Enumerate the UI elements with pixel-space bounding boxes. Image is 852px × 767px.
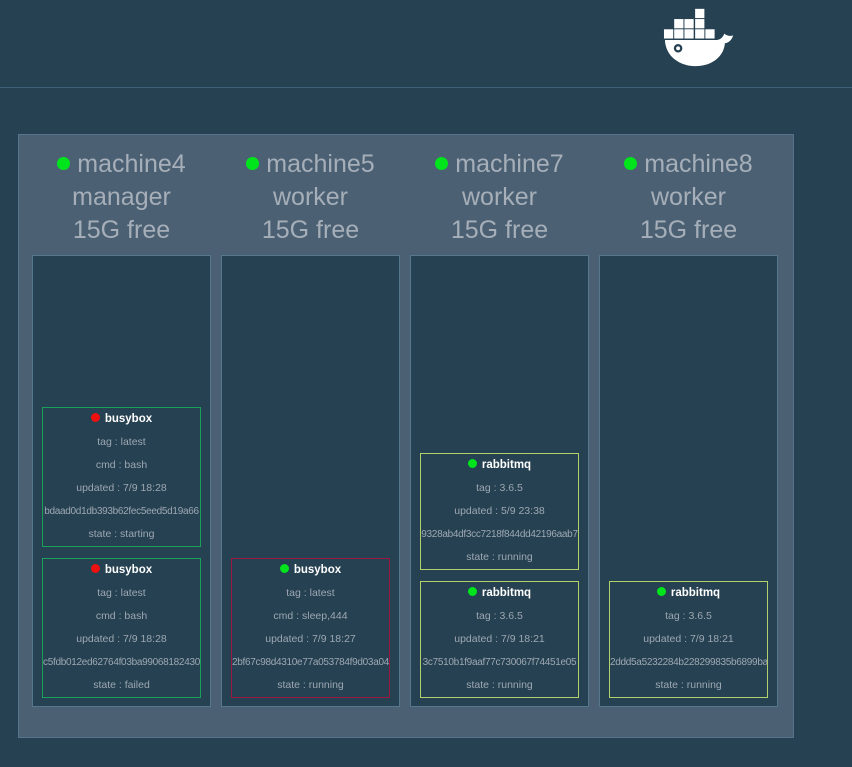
container-status-icon bbox=[90, 564, 100, 574]
container-status-icon bbox=[656, 587, 666, 597]
node-container-area: rabbitmq tag : 3.6.5 updated : 7/9 18:21… bbox=[599, 255, 778, 707]
container-title: busybox bbox=[43, 559, 200, 582]
node-free-space: 15G free bbox=[450, 216, 549, 244]
container-card: busybox tag : latest cmd : bash updated … bbox=[42, 558, 201, 698]
node-header: machine8 worker 15G free bbox=[599, 135, 778, 255]
node-status-icon bbox=[624, 156, 638, 170]
container-title: rabbitmq bbox=[421, 454, 578, 477]
node-column-machine7: machine7 worker 15G free rabbitmq tag : … bbox=[410, 135, 589, 707]
container-status-icon bbox=[467, 587, 477, 597]
node-container-area: busybox tag : latest cmd : bash updated … bbox=[32, 255, 211, 707]
node-name: machine5 bbox=[266, 150, 375, 178]
container-updated-line: updated : 7/9 18:21 bbox=[454, 633, 545, 645]
container-id: c5fdb012ed62764f03ba99068182430 bbox=[43, 657, 200, 668]
container-name: busybox bbox=[104, 413, 153, 425]
node-container-area: busybox tag : latest cmd : sleep,444 upd… bbox=[221, 255, 400, 707]
node-title: machine7 bbox=[410, 148, 589, 181]
docker-whale-icon bbox=[663, 8, 734, 67]
node-header: machine7 worker 15G free bbox=[410, 135, 589, 255]
container-id: 3c7510b1f9aaf77c730067f74451e05 bbox=[422, 657, 577, 668]
node-header: machine5 worker 15G free bbox=[221, 135, 400, 255]
container-tag-line: tag : latest bbox=[97, 587, 146, 599]
node-status-icon bbox=[57, 156, 71, 170]
container-title: rabbitmq bbox=[610, 582, 767, 605]
node-role: manager bbox=[72, 183, 171, 211]
node-role: worker bbox=[461, 183, 537, 211]
top-bar bbox=[0, 0, 852, 88]
node-column-machine5: machine5 worker 15G free busybox tag : l… bbox=[221, 135, 400, 707]
container-id: bdaad0d1db393b62fec5eed5d19a66 bbox=[44, 506, 199, 517]
node-container-area: rabbitmq tag : 3.6.5 updated : 5/9 23:38… bbox=[410, 255, 589, 707]
container-cmd-line: cmd : bash bbox=[95, 610, 148, 622]
container-state-line: state : starting bbox=[88, 528, 155, 540]
node-name: machine4 bbox=[77, 150, 186, 178]
container-state-line: state : running bbox=[655, 679, 722, 691]
container-title: busybox bbox=[232, 559, 389, 582]
node-free-space: 15G free bbox=[639, 216, 738, 244]
container-name: busybox bbox=[293, 564, 342, 576]
container-updated-line: updated : 7/9 18:27 bbox=[265, 633, 356, 645]
container-card: rabbitmq tag : 3.6.5 updated : 7/9 18:21… bbox=[609, 581, 768, 698]
container-state-line: state : failed bbox=[93, 679, 150, 691]
container-updated-line: updated : 7/9 18:28 bbox=[76, 482, 167, 494]
container-tag-line: tag : latest bbox=[286, 587, 335, 599]
container-tag-line: tag : 3.6.5 bbox=[476, 482, 523, 494]
container-status-icon bbox=[467, 459, 477, 469]
container-updated-line: updated : 5/9 23:38 bbox=[454, 505, 545, 517]
container-card: busybox tag : latest cmd : bash updated … bbox=[42, 407, 201, 547]
container-tag-line: tag : latest bbox=[97, 436, 146, 448]
container-cmd-line: cmd : bash bbox=[95, 459, 148, 471]
container-card: rabbitmq tag : 3.6.5 updated : 7/9 18:21… bbox=[420, 581, 579, 698]
node-free-space: 15G free bbox=[72, 216, 171, 244]
container-state-line: state : running bbox=[466, 679, 533, 691]
node-role: worker bbox=[650, 183, 726, 211]
swarm-visualizer-panel: machine4 manager 15G free busybox tag : … bbox=[18, 134, 794, 738]
container-tag-line: tag : 3.6.5 bbox=[665, 610, 712, 622]
container-tag-line: tag : 3.6.5 bbox=[476, 610, 523, 622]
container-id: 2ddd5a5232284b228299835b6899ba bbox=[610, 657, 768, 668]
container-id: 2bf67c98d4310e77a053784f9d03a04 bbox=[232, 657, 389, 668]
container-state-line: state : running bbox=[277, 679, 344, 691]
container-state-line: state : running bbox=[466, 551, 533, 563]
container-cmd-line: cmd : sleep,444 bbox=[273, 610, 348, 622]
node-status-icon bbox=[435, 156, 449, 170]
node-header: machine4 manager 15G free bbox=[32, 135, 211, 255]
container-status-icon bbox=[90, 413, 100, 423]
node-title: machine8 bbox=[599, 148, 778, 181]
container-name: rabbitmq bbox=[481, 459, 532, 471]
node-free-space: 15G free bbox=[261, 216, 360, 244]
container-status-icon bbox=[279, 564, 289, 574]
node-column-machine8: machine8 worker 15G free rabbitmq tag : … bbox=[599, 135, 778, 707]
container-id: 9328ab4df3cc7218f844dd42196aab7 bbox=[421, 529, 578, 540]
container-name: rabbitmq bbox=[670, 587, 721, 599]
node-title: machine5 bbox=[221, 148, 400, 181]
node-name: machine8 bbox=[644, 150, 753, 178]
node-title: machine4 bbox=[32, 148, 211, 181]
node-name: machine7 bbox=[455, 150, 564, 178]
container-updated-line: updated : 7/9 18:21 bbox=[643, 633, 734, 645]
container-card: busybox tag : latest cmd : sleep,444 upd… bbox=[231, 558, 390, 698]
container-title: busybox bbox=[43, 408, 200, 431]
node-column-machine4: machine4 manager 15G free busybox tag : … bbox=[32, 135, 211, 707]
container-card: rabbitmq tag : 3.6.5 updated : 5/9 23:38… bbox=[420, 453, 579, 570]
container-updated-line: updated : 7/9 18:28 bbox=[76, 633, 167, 645]
node-status-icon bbox=[246, 156, 260, 170]
node-role: worker bbox=[272, 183, 348, 211]
container-name: rabbitmq bbox=[481, 587, 532, 599]
container-title: rabbitmq bbox=[421, 582, 578, 605]
container-name: busybox bbox=[104, 564, 153, 576]
